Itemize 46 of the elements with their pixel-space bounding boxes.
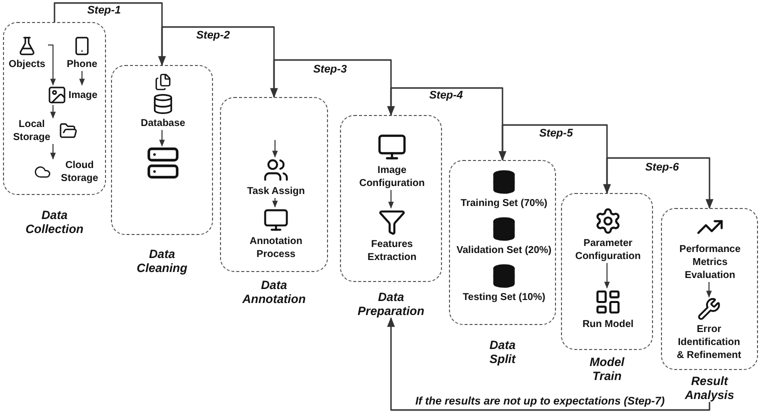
arrow <box>161 26 278 98</box>
stage-caption: Model Train <box>590 355 624 383</box>
edge-label: Step-4 <box>426 90 466 102</box>
arrow <box>272 140 278 158</box>
arrow <box>388 190 394 209</box>
edge-label: Step-3 <box>310 64 350 76</box>
arrow <box>502 124 611 194</box>
edge-label: Step-5 <box>536 128 576 140</box>
stage-caption: Data Annotation <box>242 278 306 306</box>
node-label: Testing Set (10%) <box>462 291 546 304</box>
node-label: Training Set (70%) <box>460 197 548 210</box>
node-label: Run Model <box>582 318 634 331</box>
arrow <box>50 104 56 119</box>
arrow <box>79 70 85 86</box>
stage-caption: Data Split <box>489 338 516 366</box>
node-label: Features Extraction <box>366 238 418 264</box>
stage-caption: Data Collection <box>25 208 84 236</box>
node-label: Error Identification & Refinement <box>676 323 742 362</box>
node-label: Image Configuration <box>358 164 426 190</box>
arrow <box>387 317 710 411</box>
arrow <box>50 144 56 160</box>
node-label: Validation Set (20%) <box>456 244 552 257</box>
arrow <box>606 157 714 209</box>
arrow <box>390 87 506 161</box>
arrow <box>48 44 56 86</box>
node-label: Cloud Storage <box>60 159 100 185</box>
node-label: Phone <box>66 58 98 71</box>
node-label: Performance Metrics Evaluation <box>678 243 742 282</box>
arrow <box>159 130 165 147</box>
node-label: Parameter Configuration <box>574 237 642 263</box>
arrow <box>54 2 166 66</box>
node-label: Task Assign <box>247 185 305 198</box>
node-label: Annotation Process <box>248 235 304 261</box>
stage-caption: Data Preparation <box>358 290 424 318</box>
arrow <box>273 59 395 116</box>
edge-label: Step-2 <box>193 30 233 42</box>
node-label: Local Storage <box>12 118 52 144</box>
arrow <box>604 262 610 289</box>
arrow <box>272 198 278 208</box>
node-label: Image <box>68 88 98 102</box>
stage-caption: Result Analysis <box>684 374 734 402</box>
edge-label: Step-6 <box>642 162 682 174</box>
arrow <box>706 282 712 298</box>
node-label: Database <box>140 117 186 130</box>
node-label: Objects <box>8 58 46 71</box>
stage-caption: Data Cleaning <box>136 247 188 275</box>
